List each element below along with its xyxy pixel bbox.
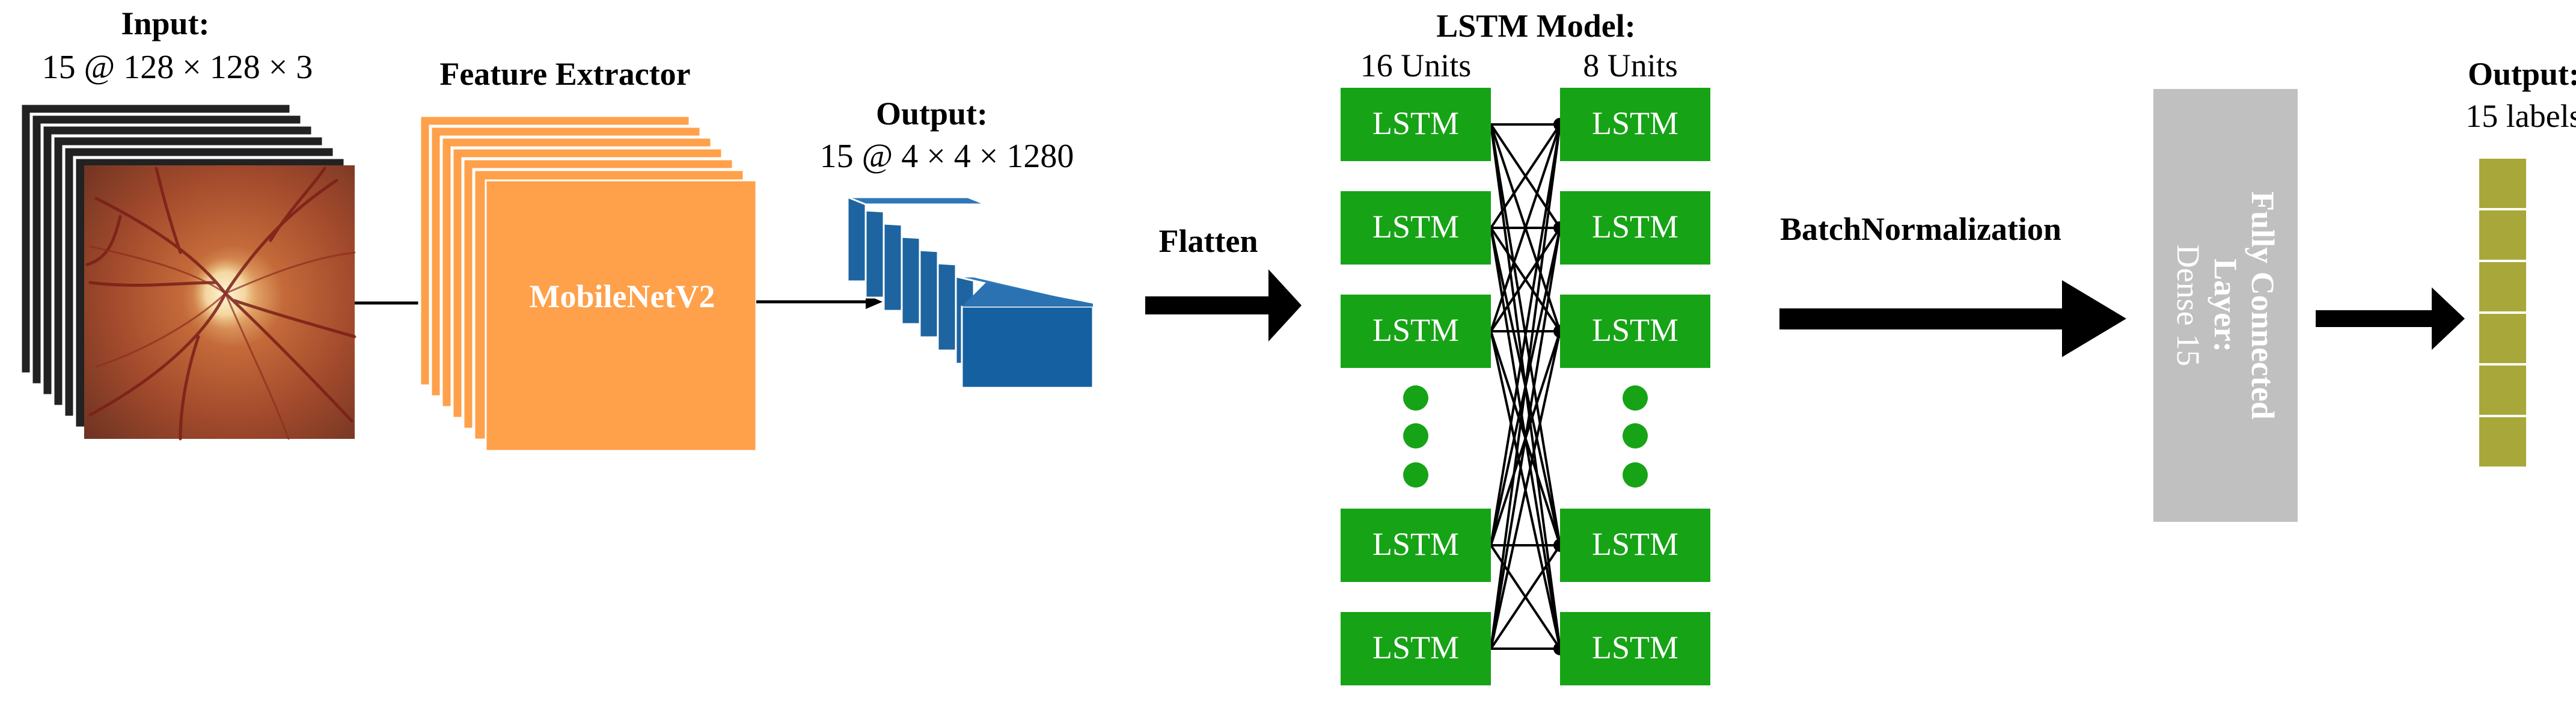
lstm-cell-label: LSTM — [1591, 526, 1679, 562]
lstm-layer-1-ellipsis — [1403, 385, 1428, 488]
output-title: Output: — [2467, 56, 2576, 92]
input-shape: 15 @ 128 × 128 × 3 — [41, 49, 313, 86]
batchnorm-arrow — [1779, 280, 2126, 357]
lstm-cell-label: LSTM — [1372, 209, 1460, 245]
lstm-cell-l1-1 — [1341, 88, 1491, 161]
feature-extractor-title: Feature Extractor — [439, 56, 691, 92]
lstm-layer-2-ellipsis — [1623, 385, 1648, 488]
lstm-connection — [1490, 227, 1561, 649]
lstm-cell-label: LSTM — [1591, 629, 1679, 666]
lstm-cell-label: LSTM — [1372, 526, 1460, 562]
lstm-cell-label: LSTM — [1372, 105, 1460, 141]
lstm-layer1-units: 16 Units — [1360, 47, 1472, 84]
lstm-cell-label: LSTM — [1591, 209, 1679, 245]
lstm-connection — [1490, 124, 1561, 546]
dense-line-3: Dense 15 — [2170, 244, 2206, 367]
batchnorm-label: BatchNormalization — [1780, 211, 2061, 247]
lstm-cell-l2-3 — [1560, 295, 1710, 368]
lstm-cell-l1-3 — [1341, 295, 1491, 368]
flatten-arrow — [1145, 269, 1302, 341]
lstm-connection — [1490, 544, 1561, 650]
lstm-layer-1 — [1341, 88, 1491, 685]
lstm-cell-l2-1 — [1560, 88, 1710, 161]
lstm-cell-l2-2 — [1560, 191, 1710, 265]
lstm-layer-2 — [1560, 88, 1710, 685]
lstm-connection — [1490, 124, 1561, 649]
lstm-connection — [1490, 227, 1561, 332]
lstm-cell-l1-2 — [1341, 191, 1491, 265]
input-image-stack — [19, 102, 356, 441]
lstm-cell-l1-4 — [1341, 509, 1491, 582]
lstm-cell-label: LSTM — [1591, 105, 1679, 141]
mobilenet-block — [485, 179, 757, 452]
lstm-cell-label: LSTM — [1591, 312, 1679, 348]
lstm-model-title: LSTM Model: — [1436, 8, 1636, 44]
flatten-label: Flatten — [1158, 223, 1258, 259]
fe-output-front-face — [961, 305, 1094, 389]
lstm-cell-label: LSTM — [1372, 629, 1460, 666]
fe-output-tensor — [846, 194, 1094, 389]
lstm-cell-l2-5 — [1560, 612, 1710, 685]
lstm-cell-l1-5 — [1341, 612, 1491, 685]
lstm-connection — [1490, 123, 1561, 229]
dense-line-2: Layer: — [2207, 259, 2244, 352]
arrow-dense-to-output — [2316, 287, 2465, 350]
dense-line-1: Fully Connected — [2245, 191, 2281, 420]
lstm-cell-label: LSTM — [1372, 312, 1460, 348]
feature-extractor-stack — [418, 114, 757, 452]
output-label-column — [2477, 156, 2529, 469]
lstm-connections — [1490, 118, 1567, 655]
lstm-connection — [1490, 331, 1561, 649]
lstm-cell-l2-4 — [1560, 509, 1710, 582]
retina-image — [84, 165, 356, 441]
arrow-fe-to-output — [756, 295, 883, 309]
fe-output-title: Output: — [875, 96, 988, 132]
dense-layer-box — [2153, 89, 2298, 522]
mobilenet-label: MobileNetV2 — [529, 278, 715, 314]
input-title: Input: — [121, 5, 210, 41]
output-labels: 15 labels — [2465, 98, 2576, 134]
lstm-connection — [1490, 124, 1561, 332]
lstm-layer2-units: 8 Units — [1583, 47, 1678, 84]
fe-output-shape: 15 @ 4 × 4 × 1280 — [819, 138, 1074, 175]
